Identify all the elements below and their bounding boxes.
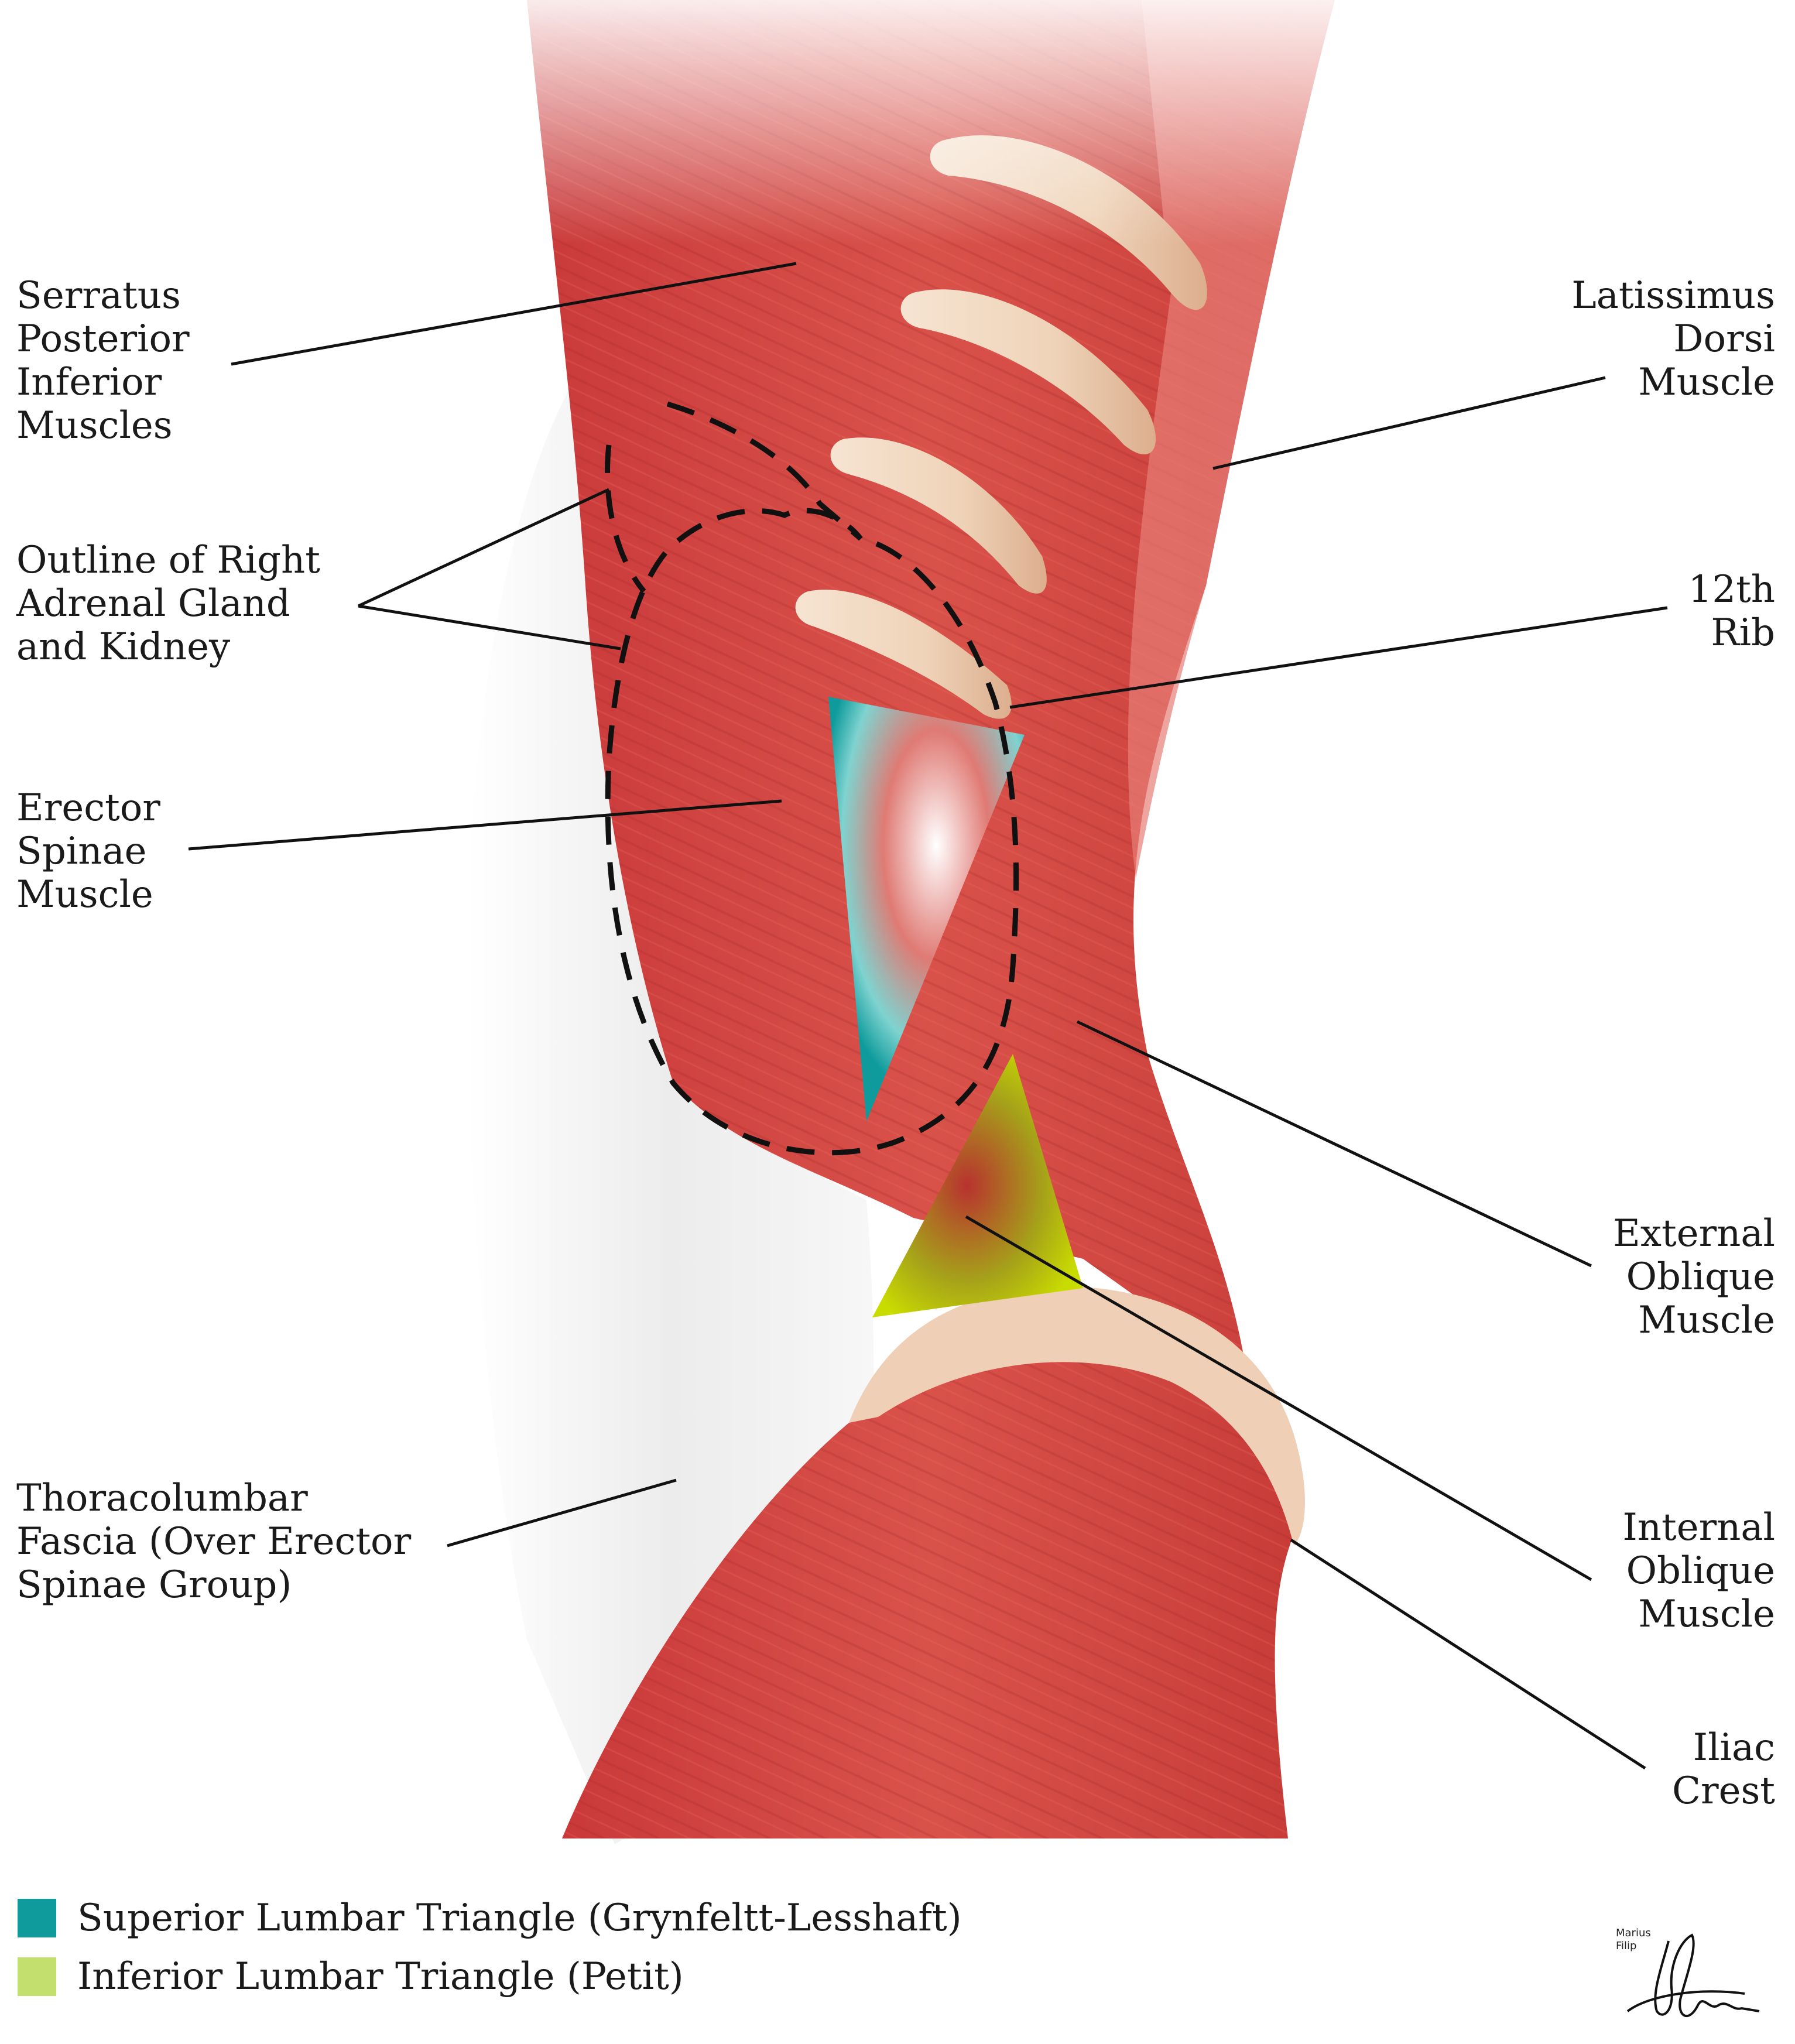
label-line: Crest	[1672, 1769, 1775, 1813]
label-line: Dorsi	[1673, 317, 1775, 361]
label-line: Rib	[1711, 611, 1775, 655]
label-line: Latissimus	[1571, 274, 1775, 317]
label-line: Outline of Right	[16, 539, 320, 582]
label-line: Muscle	[16, 873, 153, 916]
label-line: Muscle	[1638, 361, 1775, 404]
label-line: Spinae Group)	[16, 1563, 292, 1607]
label-line: Muscles	[16, 404, 173, 447]
label-external-oblique: External Oblique Muscle	[1613, 1212, 1775, 1342]
leader-outline-2	[358, 604, 621, 650]
artist-signature: Marius Filip	[1616, 1923, 1762, 2035]
leader-iliac	[1290, 1538, 1646, 1770]
adrenal-kidney-outline	[605, 401, 1019, 1156]
legend-swatch-green	[18, 1957, 56, 1996]
label-line: Muscle	[1638, 1299, 1775, 1342]
leader-erector	[188, 799, 782, 851]
leader-latissimus	[1212, 376, 1606, 470]
label-outline-adrenal-kidney: Outline of Right Adrenal Gland and Kidne…	[16, 539, 320, 669]
label-internal-oblique: Internal Oblique Muscle	[1622, 1506, 1775, 1636]
label-line: Fascia (Over Erector	[16, 1520, 412, 1563]
signature-line2: Filip	[1616, 1940, 1637, 1952]
signature-scribble-icon	[1626, 1933, 1760, 2018]
label-serratus-posterior-inferior: Serratus Posterior Inferior Muscles	[16, 274, 190, 447]
label-line: Oblique	[1626, 1549, 1775, 1593]
label-erector-spinae: Erector Spinae Muscle	[16, 786, 160, 916]
label-thoracolumbar-fascia: Thoracolumbar Fascia (Over Erector Spina…	[16, 1477, 411, 1607]
label-line: 12th	[1688, 568, 1775, 611]
label-line: Adrenal Gland	[16, 582, 290, 625]
label-line: Internal	[1622, 1506, 1775, 1549]
legend-label: Superior Lumbar Triangle (Grynfeltt-Less…	[77, 1896, 962, 1940]
label-line: Thoracolumbar	[16, 1477, 308, 1520]
legend-inferior-lumbar-triangle: Inferior Lumbar Triangle (Petit)	[18, 1953, 684, 2000]
legend-superior-lumbar-triangle: Superior Lumbar Triangle (Grynfeltt-Less…	[18, 1895, 962, 1942]
label-latissimus-dorsi: Latissimus Dorsi Muscle	[1571, 274, 1775, 404]
label-line: Oblique	[1626, 1255, 1775, 1299]
label-iliac-crest: Iliac Crest	[1672, 1726, 1775, 1813]
leader-serratus	[231, 262, 797, 366]
leader-internal	[965, 1215, 1592, 1581]
label-12th-rib: 12th Rib	[1688, 568, 1775, 655]
label-line: and Kidney	[16, 625, 231, 669]
label-line: Spinae	[16, 830, 147, 873]
label-line: Muscle	[1638, 1593, 1775, 1636]
leader-thoracolumbar	[447, 1478, 677, 1547]
label-line: Serratus	[16, 274, 181, 317]
label-line: Iliac	[1693, 1726, 1775, 1769]
leader-outline-1	[357, 488, 610, 608]
signature-line1: Marius	[1616, 1927, 1651, 1939]
label-line: Inferior	[16, 361, 162, 404]
leader-rib	[1009, 606, 1668, 709]
legend-swatch-teal	[18, 1899, 56, 1937]
label-line: External	[1613, 1212, 1775, 1255]
legend-label: Inferior Lumbar Triangle (Petit)	[77, 1955, 684, 1998]
leader-external	[1076, 1020, 1592, 1268]
signature-text: Marius Filip	[1616, 1927, 1651, 1953]
label-line: Erector	[16, 786, 160, 830]
leader-lines	[188, 262, 1668, 1770]
label-line: Posterior	[16, 317, 190, 361]
